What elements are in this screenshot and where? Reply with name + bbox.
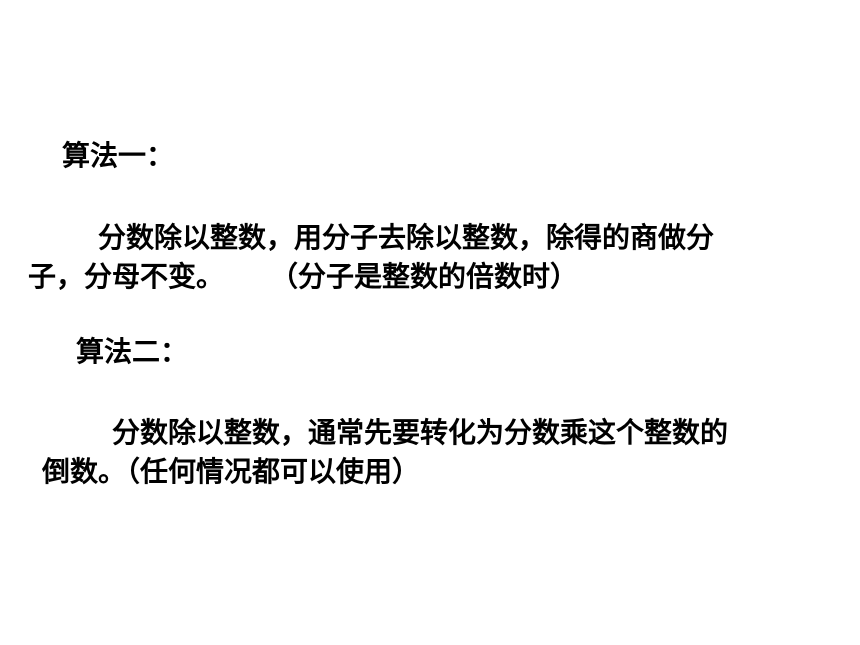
method1-condition-note: （分子是整数的倍数时） [270, 260, 579, 293]
method1-text-line2-main: 子，分母不变。 [28, 260, 225, 293]
method2-text-line1: 分数除以整数，通常先要转化为分数乘这个整数的 [112, 416, 729, 449]
method1-title: 算法一： [62, 139, 175, 172]
method1-text-line1: 分数除以整数，用分子去除以整数，除得的商做分 [98, 221, 715, 254]
method2-title: 算法二： [76, 335, 189, 368]
method1-text-line2: 子，分母不变。 （分子是整数的倍数时） [28, 261, 578, 293]
method2-text-line2: 倒数。（任何情况都可以使用） [42, 455, 421, 488]
